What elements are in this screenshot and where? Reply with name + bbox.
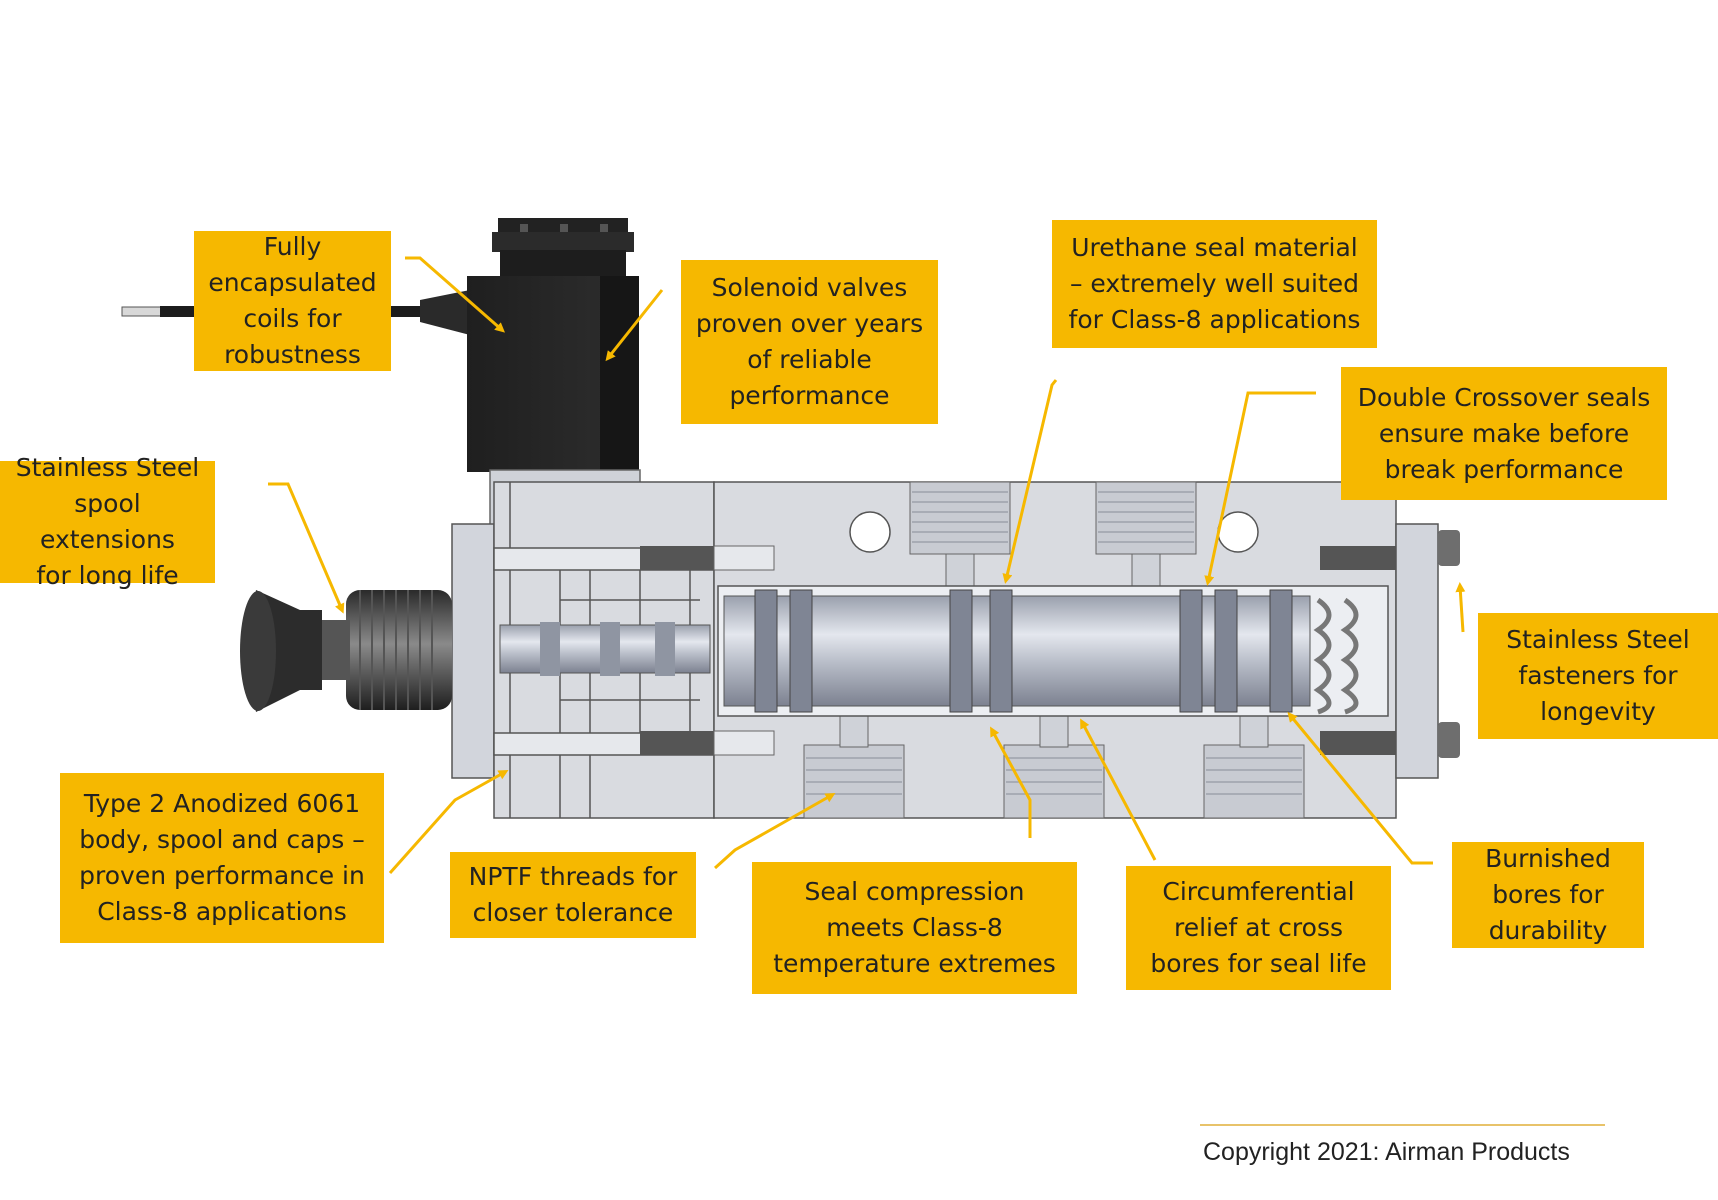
top-ports [909,481,1197,587]
callout-coils: Fully encapsulated coils for robustness [194,231,391,371]
callout-spool-extensions: Stainless Steel spool extensions for lon… [0,453,215,590]
left-end-cap [451,523,495,779]
callout-relief-text: Circumferential relief at cross bores fo… [1150,877,1367,978]
callout-solenoid: Solenoid valves proven over years of rel… [681,260,938,424]
callout-anodized-text: Type 2 Anodized 6061 body, spool and cap… [79,789,365,926]
callout-compression-text: Seal compression meets Class-8 temperatu… [773,877,1056,978]
callout-coils-text: Fully encapsulated coils for robustness [208,232,377,369]
callout-solenoid-text: Solenoid valves proven over years of rel… [695,273,924,410]
spool-extension [320,590,452,710]
callout-fasteners-text: Stainless Steel fasteners for longevity [1506,625,1690,726]
callout-spool-extensions-text: Stainless Steel spool extensions for lon… [15,453,200,590]
callout-urethane: Urethane seal material – extremely well … [1052,220,1377,348]
callout-nptf-text: NPTF threads for closer tolerance [468,862,678,927]
right-end-cap [1395,523,1439,779]
fastener-head [1438,530,1460,566]
callout-arrows [268,256,1466,874]
return-spring [1313,597,1332,715]
spool-seals [754,589,1293,713]
callout-burnished: Burnished bores for durability [1452,842,1644,948]
callout-fasteners: Stainless Steel fasteners for longevity [1478,613,1718,739]
body-hole [1217,511,1259,553]
callout-anodized: Type 2 Anodized 6061 body, spool and cap… [60,773,384,943]
main-spool [723,595,1311,707]
body-hole [849,511,891,553]
callout-compression: Seal compression meets Class-8 temperatu… [752,862,1077,994]
fastener-head [1438,722,1460,758]
body-screw [1320,546,1396,570]
body-screw [1320,731,1396,755]
pilot-passages [509,482,700,818]
copyright-text: Copyright 2021: Airman Products [1203,1138,1570,1166]
coil-connector [492,218,634,280]
callout-crossover-text: Double Crossover seals ensure make befor… [1357,382,1651,484]
callout-relief: Circumferential relief at cross bores fo… [1126,866,1391,990]
footer-rule [1200,1124,1605,1126]
callout-burnished-text: Burnished bores for durability [1485,844,1611,945]
callout-urethane-text: Urethane seal material – extremely well … [1068,233,1361,334]
callout-nptf: NPTF threads for closer tolerance [450,852,696,938]
callout-crossover: Double Crossover seals ensure make befor… [1341,367,1667,500]
